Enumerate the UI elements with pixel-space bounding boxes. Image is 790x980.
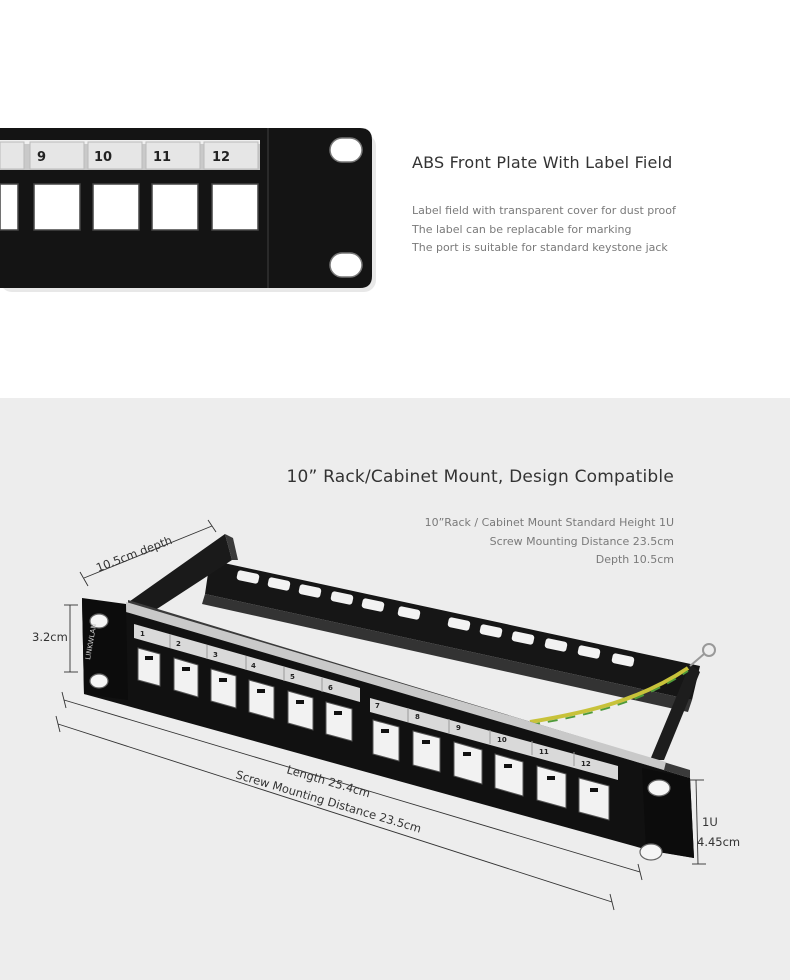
port-label-7: 7 xyxy=(375,702,380,710)
depth-dimension-label: 10.5cm depth xyxy=(94,533,174,575)
front-plate-title: ABS Front Plate With Label Field xyxy=(412,153,673,172)
port-label-12: 12 xyxy=(212,150,230,165)
rear-bar xyxy=(205,560,700,700)
port-label-5: 5 xyxy=(290,673,295,681)
rack-mount-description: 10”Rack / Cabinet Mount Standard Height … xyxy=(425,514,674,570)
keystone-port-12 xyxy=(211,183,259,231)
port-label-11: 11 xyxy=(539,748,549,756)
rack-unit-label: 1U xyxy=(702,815,718,829)
front-plate-section: 9 10 11 12 ABS Front Plate With Label Fi… xyxy=(0,0,790,398)
description-line: 10”Rack / Cabinet Mount Standard Height … xyxy=(424,516,674,529)
mounting-hole-top xyxy=(329,137,363,163)
rack-mount-title: 10” Rack/Cabinet Mount, Design Compatibl… xyxy=(286,467,674,487)
label-cell-9 xyxy=(29,141,85,170)
keystone-port xyxy=(372,719,400,762)
keystone-port xyxy=(137,647,161,687)
keystone-port xyxy=(248,679,275,720)
height-dimension-label: 4.45cm xyxy=(697,835,740,849)
label-cell-11 xyxy=(145,141,201,170)
keystone-port xyxy=(578,777,610,821)
keystone-port xyxy=(412,730,441,773)
port-label-4: 4 xyxy=(251,662,256,670)
mounting-hole xyxy=(89,613,109,629)
port-label-12: 12 xyxy=(581,760,591,768)
port-label-1: 1 xyxy=(140,630,145,638)
mounting-hole xyxy=(639,843,663,861)
label-cell-10 xyxy=(87,141,143,170)
keystone-port-10 xyxy=(92,183,140,231)
keystone-port xyxy=(287,690,314,731)
keystone-port xyxy=(494,753,524,797)
port-label-8: 8 xyxy=(415,713,420,721)
keystone-port-9 xyxy=(33,183,81,231)
port-label-2: 2 xyxy=(176,640,181,648)
height-small-dimension-label: 3.2cm xyxy=(32,630,68,644)
port-label-9: 9 xyxy=(37,150,46,165)
keystone-port-11 xyxy=(151,183,199,231)
description-line: Depth 10.5cm xyxy=(595,553,674,566)
description-line: The label can be replacable for marking xyxy=(412,222,632,236)
port-label-10: 10 xyxy=(497,736,507,744)
port-label-11: 11 xyxy=(153,150,171,165)
port-label-6: 6 xyxy=(328,684,333,692)
keystone-port xyxy=(453,741,483,785)
port-label-10: 10 xyxy=(94,150,112,165)
mounting-hole xyxy=(647,779,671,797)
port-label-3: 3 xyxy=(213,651,218,659)
mounting-hole xyxy=(89,673,109,689)
patch-panel-illustration: LINKWLAN 1 2 3 4 5 6 xyxy=(32,519,740,911)
keystone-port xyxy=(210,668,237,709)
description-line: Label field with transparent cover for d… xyxy=(412,204,676,217)
keystone-port xyxy=(325,701,353,742)
front-plate-illustration: 9 10 11 12 xyxy=(0,128,376,292)
keystone-port xyxy=(536,765,567,809)
rack-mount-section: 10” Rack/Cabinet Mount, Design Compatibl… xyxy=(0,398,790,980)
label-cell-12 xyxy=(203,141,259,170)
dimension-lines xyxy=(55,519,706,911)
description-line: Screw Mounting Distance 23.5cm xyxy=(489,534,674,548)
port-label-9: 9 xyxy=(456,724,461,732)
mounting-hole-bottom xyxy=(329,252,363,278)
description-line: The port is suitable for standard keysto… xyxy=(412,241,668,254)
front-plate-description: Label field with transparent cover for d… xyxy=(412,202,676,258)
ground-ring xyxy=(702,643,716,657)
ground-wire xyxy=(529,666,690,724)
keystone-port xyxy=(173,657,199,698)
